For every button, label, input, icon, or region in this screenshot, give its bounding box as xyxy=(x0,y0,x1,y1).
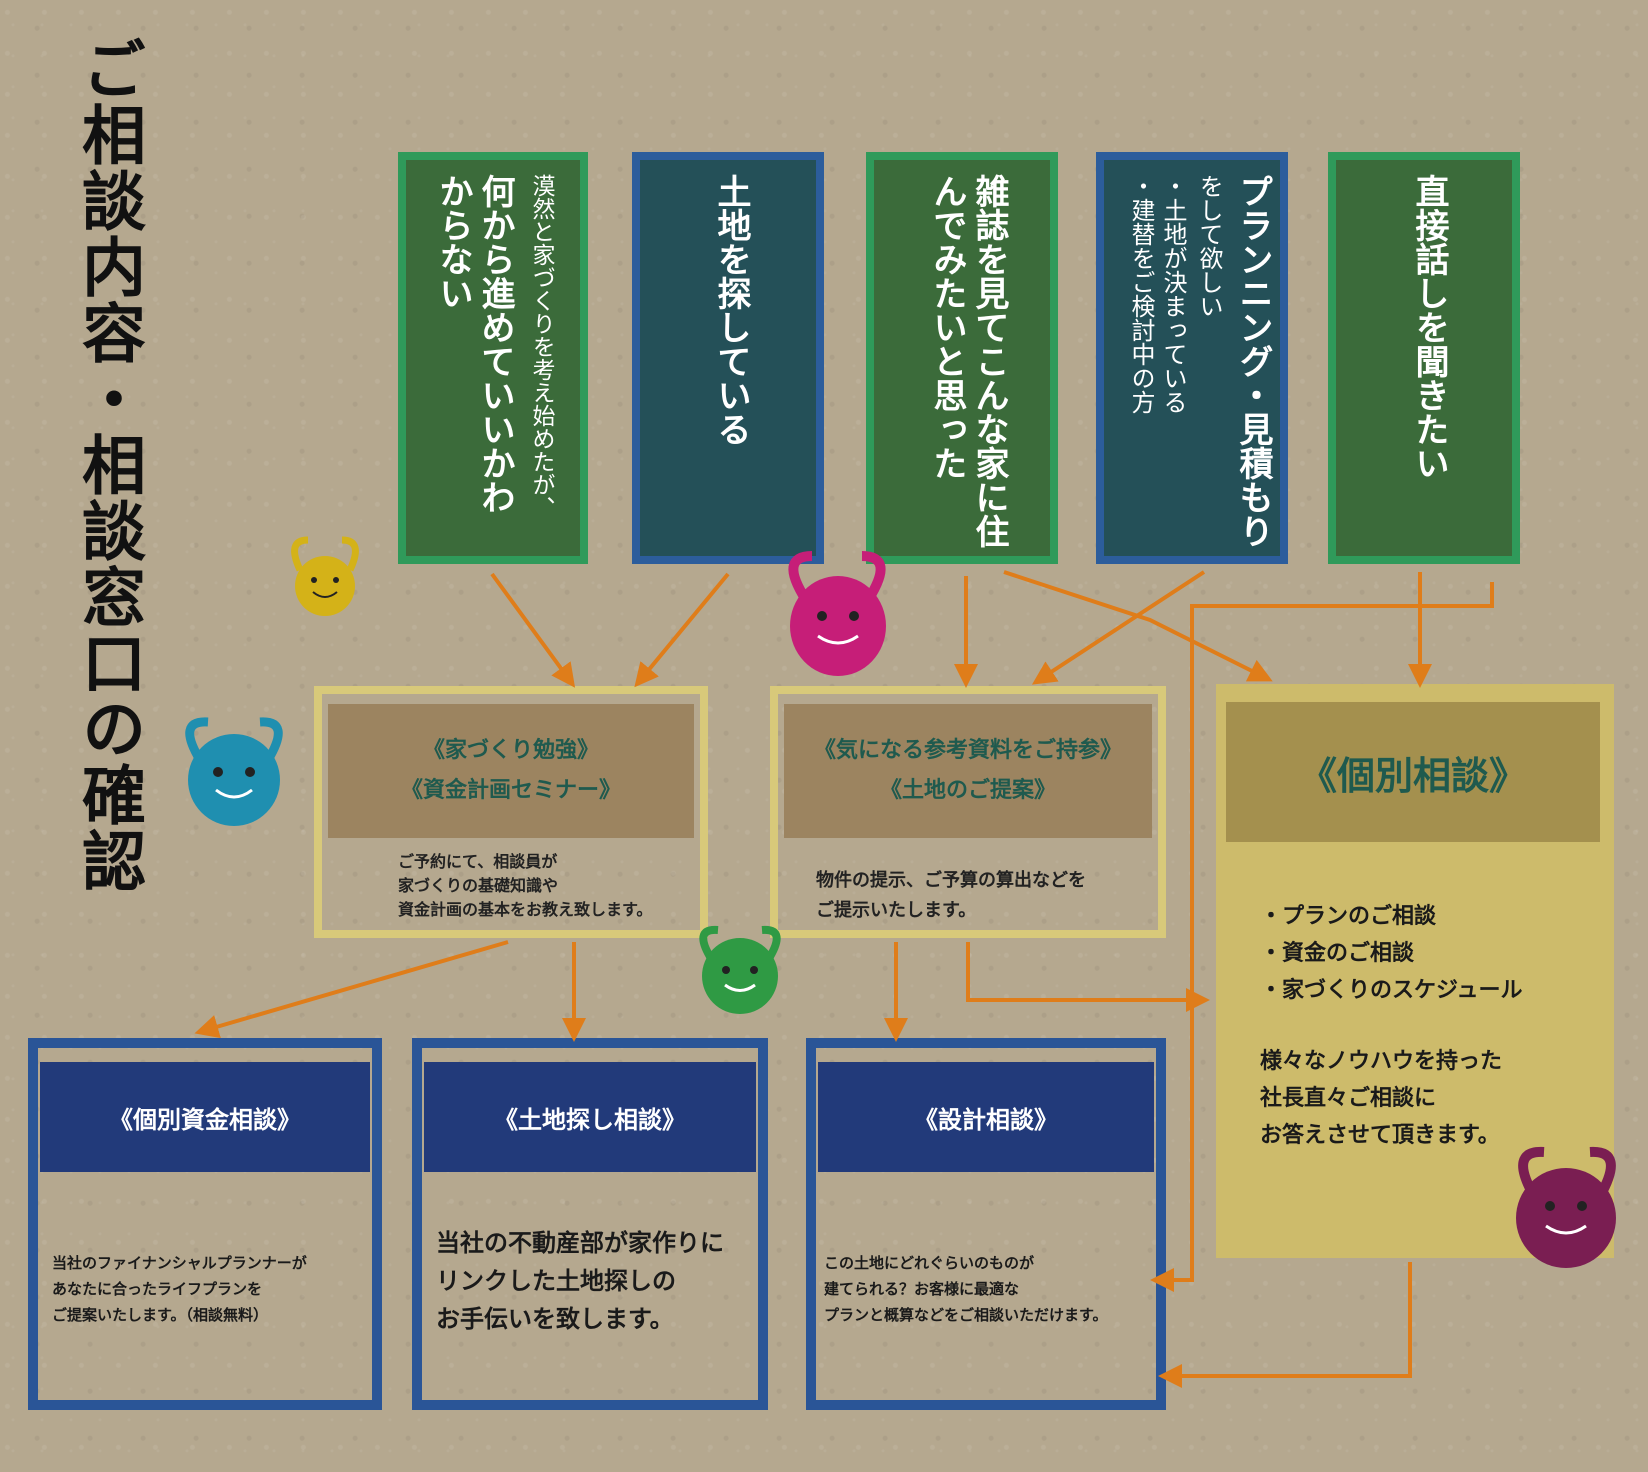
mascot-magenta-icon xyxy=(788,551,886,676)
mid-box-land-proposal: 《気になる参考資料をご持参》 《土地のご提案》 物件の提示、ご予算の算出などを … xyxy=(770,686,1166,938)
bottom-box-finance: 《個別資金相談》 当社のファイナンシャルプランナーが あなたに合ったライフプラン… xyxy=(28,1038,382,1410)
need-box-land-search: 土地を探している xyxy=(632,152,824,564)
bottom-box-body: 当社の不動産部が家作りに リンクした土地探しの お手伝いを致します。 xyxy=(436,1224,750,1338)
mid-box-body: 物件の提示、ご予算の算出などを ご提示いたします。 xyxy=(816,866,1086,926)
need-main-text: プランニング・見積もり xyxy=(1233,174,1273,548)
bottom-box-title: 《設計相談》 xyxy=(818,1062,1154,1172)
bottom-box-body: この土地にどれぐらいのものが 建てられる？お客様に最適な プランと概算などをご相… xyxy=(824,1250,1154,1328)
need-sub-text: ・土地が決まっている xyxy=(1159,174,1187,414)
body-line: 家づくりの基礎知識や xyxy=(398,876,559,895)
need-sub-text: をして欲しい xyxy=(1195,174,1223,318)
body-line: ご提案いたします。（相談無料） xyxy=(52,1306,269,1324)
individual-consultation-box: 《個別相談》 ・プランのご相談 ・資金のご相談 ・家づくりのスケジュール 様々な… xyxy=(1216,684,1614,1258)
flow-arrow xyxy=(1031,570,1206,685)
need-box-direct-talk: 直接話しを聞きたい xyxy=(1328,152,1520,564)
mascot-cyan-icon xyxy=(185,717,283,826)
flow-arrow xyxy=(634,572,730,688)
need-sub-text: ・建替をご検討中の方 xyxy=(1127,174,1155,414)
body-line: 社長直々ご相談に xyxy=(1260,1086,1437,1111)
page-title: ご相談内容・相談窓口の確認 xyxy=(71,36,145,894)
list-item: ・家づくりのスケジュール xyxy=(1260,978,1523,1003)
mascot-green-icon xyxy=(699,925,781,1014)
bottom-box-title: 《個別資金相談》 xyxy=(40,1062,370,1172)
list-item: ・資金のご相談 xyxy=(1260,941,1415,966)
body-line: 当社の不動産部が家作りに xyxy=(436,1229,724,1257)
flow-arrow xyxy=(1003,570,1273,682)
body-line: プランと概算などをご相談いただけます。 xyxy=(824,1306,1108,1324)
body-line: ご予約にて、相談員が xyxy=(398,852,558,871)
body-line: 様々なノウハウを持った xyxy=(1260,1049,1503,1074)
list-item: ・プランのご相談 xyxy=(1260,904,1437,929)
mid-box-title: 《気になる参考資料をご持参》 xyxy=(813,738,1122,763)
mid-box-title: 《資金計画セミナー》 xyxy=(400,778,621,803)
need-box-where-to-start: 漠然と家づくりを考え始めたが、 何から進めていいかわからない xyxy=(398,152,588,564)
mid-box-title: 《土地のご提案》 xyxy=(879,778,1056,803)
body-line: ご提示いたします。 xyxy=(816,900,977,921)
bottom-box-design: 《設計相談》 この土地にどれぐらいのものが 建てられる？お客様に最適な プランと… xyxy=(806,1038,1166,1410)
body-line: お手伝いを致します。 xyxy=(436,1305,674,1333)
bottom-box-title: 《土地探し相談》 xyxy=(424,1062,756,1172)
mid-box-header: 《家づくり勉強》 《資金計画セミナー》 xyxy=(328,704,694,838)
need-box-planning: プランニング・見積もり をして欲しい ・土地が決まっている ・建替をご検討中の方 xyxy=(1096,152,1288,564)
need-main-text: 直接話しを聞きたい xyxy=(1409,174,1449,480)
bottom-box-land-search: 《土地探し相談》 当社の不動産部が家作りに リンクした土地探しの お手伝いを致し… xyxy=(412,1038,768,1410)
mid-box-title: 《家づくり勉強》 xyxy=(422,738,599,763)
individual-consultation-body: ・プランのご相談 ・資金のご相談 ・家づくりのスケジュール 様々なノウハウを持っ… xyxy=(1260,898,1522,1154)
flow-arrow xyxy=(1158,1262,1412,1388)
need-main-text: 雑誌を見てこんな家に住んでみたいと思った xyxy=(927,174,1009,548)
mid-box-header: 《気になる参考資料をご持参》 《土地のご提案》 xyxy=(784,704,1152,838)
body-line: お答えさせて頂きます。 xyxy=(1260,1123,1500,1148)
mid-box-seminar: 《家づくり勉強》 《資金計画セミナー》 ご予約にて、相談員が 家づくりの基礎知識… xyxy=(314,686,708,938)
need-main-text: 土地を探している xyxy=(711,174,751,446)
flow-arrow xyxy=(194,940,509,1039)
need-main-text: 何から進めていいかわからない xyxy=(433,174,515,514)
body-line: 資金計画の基本をお教え致します。 xyxy=(398,900,653,919)
body-line: 当社のファイナンシャルプランナーが xyxy=(52,1254,307,1272)
body-line: リンクした土地探しの xyxy=(436,1267,676,1295)
body-line: 物件の提示、ご予算の算出などを xyxy=(816,870,1086,891)
mascot-purple-icon xyxy=(1516,1146,1616,1268)
mascot-yellow-icon xyxy=(291,536,359,616)
bottom-box-body: 当社のファイナンシャルプランナーが あなたに合ったライフプランを ご提案いたしま… xyxy=(52,1250,364,1328)
body-line: この土地にどれぐらいのものが xyxy=(824,1254,1035,1272)
individual-consultation-title: 《個別相談》 xyxy=(1226,702,1600,842)
body-line: あなたに合ったライフプランを xyxy=(52,1280,263,1298)
need-box-magazine: 雑誌を見てこんな家に住んでみたいと思った xyxy=(866,152,1058,564)
flow-arrow xyxy=(490,572,576,688)
flow-arrow xyxy=(966,942,1210,1012)
need-sub-text: 漠然と家づくりを考え始めたが、 xyxy=(528,174,554,519)
body-line: 建てられる？お客様に最適な xyxy=(824,1280,1020,1298)
flow-arrow xyxy=(1150,582,1494,1292)
mid-box-body: ご予約にて、相談員が 家づくりの基礎知識や 資金計画の基本をお教え致します。 xyxy=(398,850,652,922)
